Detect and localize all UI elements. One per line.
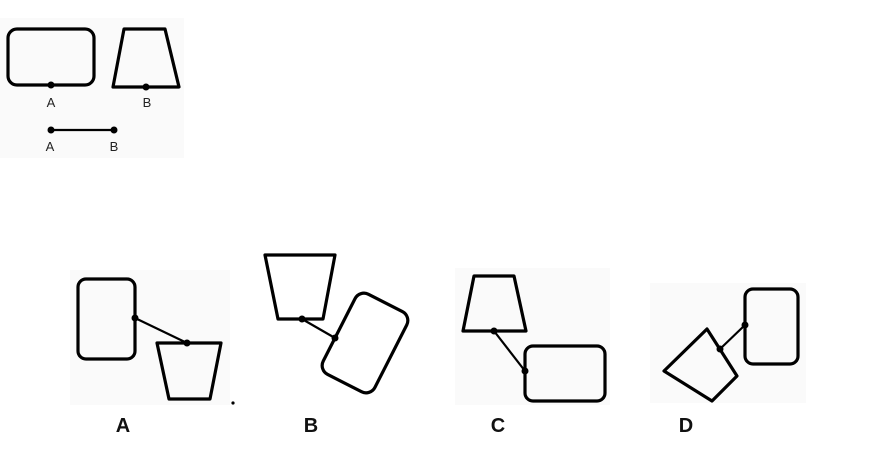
option-b-point-b-dot xyxy=(298,315,306,323)
legend-trapezoid xyxy=(111,27,181,89)
legend-point-a-label: A xyxy=(47,95,56,110)
legend-segment-a-dot xyxy=(47,126,55,134)
option-b-rounded-rectangle xyxy=(320,291,410,395)
option-b-trapezoid xyxy=(263,253,337,321)
option-a-point-a-dot xyxy=(131,314,139,322)
option-c-point-b-dot xyxy=(490,327,498,335)
option-a-trapezoid xyxy=(155,341,223,401)
option-d-connector xyxy=(719,324,746,350)
legend-point-b-label: B xyxy=(143,95,152,110)
option-b[interactable]: B xyxy=(263,253,411,437)
option-c-label: C xyxy=(491,415,505,437)
legend-segment-a-label: A xyxy=(46,139,55,154)
option-c-point-a-dot xyxy=(521,367,529,375)
option-b-label: B xyxy=(304,415,318,437)
option-b-point-a-dot xyxy=(331,334,339,342)
legend-point-a-dot xyxy=(47,81,55,89)
option-c-panel xyxy=(455,268,610,405)
option-a-label: A xyxy=(116,415,130,437)
option-d-point-a-dot xyxy=(741,321,749,329)
option-d-label: D xyxy=(679,415,693,437)
option-a-stray-dot xyxy=(231,401,235,405)
option-b-connector xyxy=(301,318,336,339)
option-d-trapezoid xyxy=(662,327,739,403)
option-c[interactable]: C xyxy=(455,268,610,437)
legend-segment-b-label: B xyxy=(110,139,119,154)
legend-figure: A B A B xyxy=(0,18,184,158)
option-c-connector xyxy=(493,330,526,372)
option-c-trapezoid xyxy=(461,274,528,333)
option-d-point-b-dot xyxy=(716,345,724,353)
option-d[interactable]: D xyxy=(650,283,806,437)
legend-segment-b-dot xyxy=(110,126,118,134)
option-a-panel xyxy=(70,270,230,405)
option-a-connector xyxy=(134,317,188,344)
option-a[interactable]: A xyxy=(70,270,235,437)
option-a-point-b-dot xyxy=(183,339,191,347)
legend-point-b-dot xyxy=(142,83,150,91)
